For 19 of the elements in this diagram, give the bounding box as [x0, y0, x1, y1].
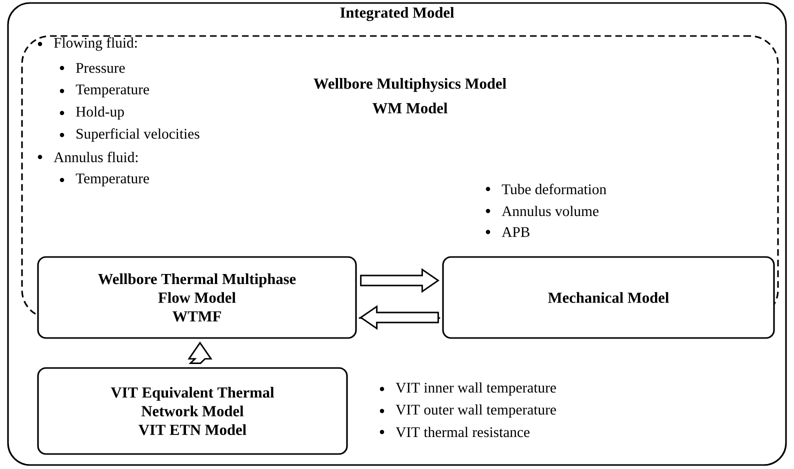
block-arrow — [360, 268, 440, 293]
list-item: Temperature — [60, 84, 149, 98]
list-item: Tube deformation — [486, 184, 606, 194]
list-item: Temperature — [60, 174, 149, 186]
model-box: Wellbore Thermal Multiphase Flow Model WTMF — [37, 256, 357, 339]
list-item: Annulus volume — [486, 206, 598, 216]
block-arrow — [360, 305, 439, 330]
list-item: Flowing fluid: — [38, 37, 137, 51]
list-item: APB — [486, 227, 530, 237]
list-item: VIT outer wall temperature — [380, 404, 556, 418]
model-box: VIT Equivalent Thermal Network Model VIT ETN Model — [37, 367, 348, 455]
list-item: VIT thermal resistance — [380, 426, 530, 438]
list-item: Annulus fluid: — [38, 152, 138, 162]
list-item: VIT inner wall temperature — [380, 382, 556, 396]
block-arrow — [188, 342, 212, 364]
list-item: Pressure — [60, 63, 125, 73]
list-item: Superficial velocities — [60, 128, 200, 142]
model-box: Mechanical Model — [442, 256, 775, 339]
list-item: Hold-up — [60, 106, 124, 120]
